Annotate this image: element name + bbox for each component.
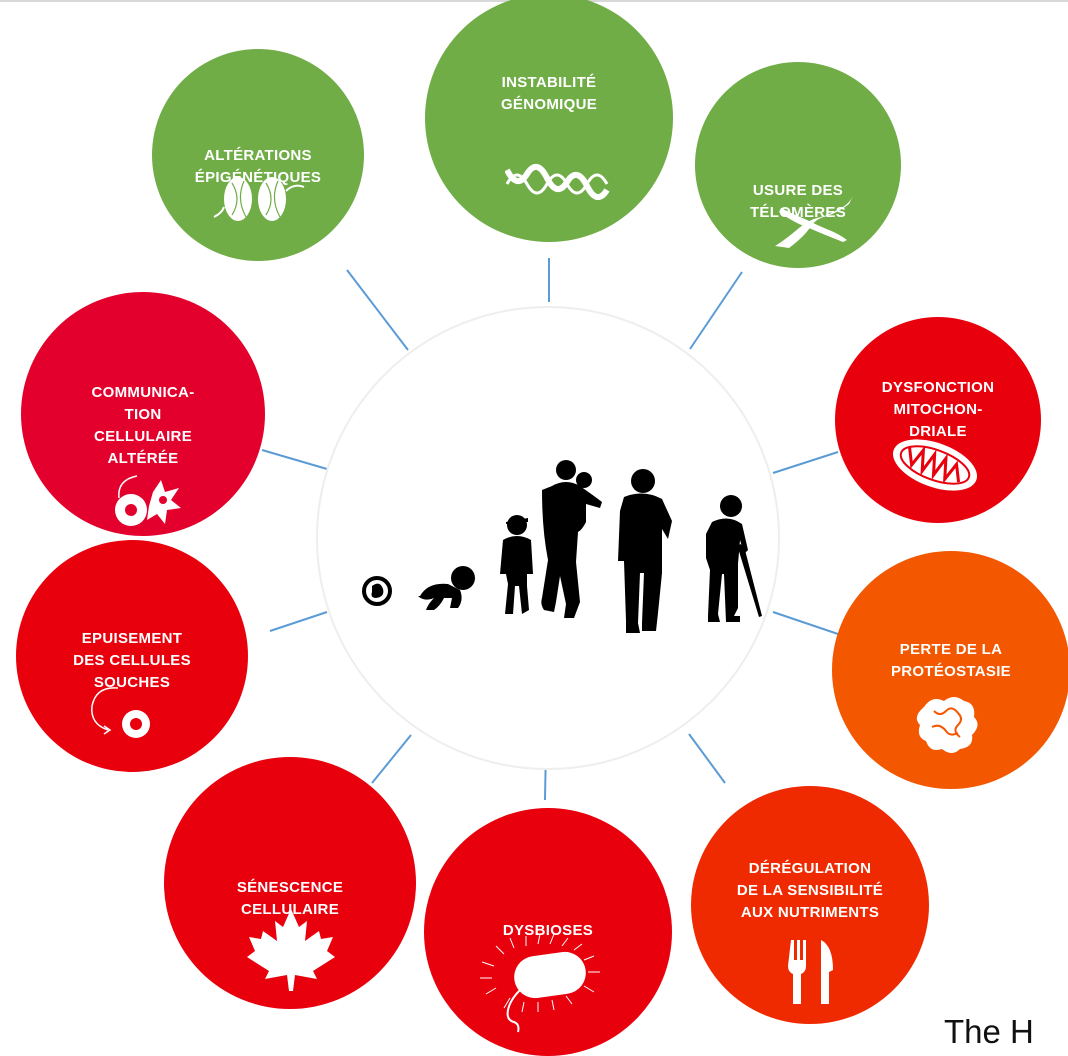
hallmark-title: Dysbioses <box>502 922 594 939</box>
connector-line-communication <box>261 449 328 470</box>
hallmark-mitochondrial-dysfunction: Dysfonction mitochon- driale <box>835 317 1041 523</box>
connector-line-nutrients <box>688 733 726 784</box>
hallmark-genomic-instability: Instabilité génomique <box>425 0 673 242</box>
child-icon <box>500 515 533 614</box>
hallmark-loss-of-proteostasis: Perte de la protéostasie <box>832 551 1068 789</box>
connector-line-epigenetic <box>346 269 409 351</box>
connector-line-mitochondrial <box>772 451 839 474</box>
hallmark-cellular-senescence: Sénescence cellulaire <box>164 757 416 1009</box>
hallmark-title: Communica- tion cellulaire altérée <box>91 384 195 467</box>
hallmark-dysbiosis: Dysbioses <box>424 808 672 1056</box>
hallmark-title: Dérégulation de la sensibilité aux nutri… <box>736 860 884 921</box>
dna-helix-icon <box>505 164 610 200</box>
hallmark-title: Instabilité génomique <box>500 74 598 113</box>
adult-icon <box>618 469 672 633</box>
hallmark-telomere-attrition: Usure des télomères <box>695 62 901 268</box>
hallmark-title: Usure des télomères <box>749 182 847 221</box>
hallmark-stem-cell-exhaustion: Epuisement des cellules souches <box>16 540 248 772</box>
crawling-baby-icon <box>418 566 475 610</box>
life-stages <box>362 460 762 633</box>
connector-line-proteostasis <box>772 611 839 635</box>
chromosome-icon <box>775 196 853 248</box>
hallmark-title: Epuisement des cellules souches <box>73 630 191 691</box>
connector-line-stem-cells <box>269 611 328 632</box>
bacterium-icon <box>480 933 600 1033</box>
hallmark-epigenetic-alterations: Altérations épigénétiques <box>152 49 364 261</box>
hallmark-title: Perte de la protéostasie <box>890 641 1011 680</box>
mitochondrion-icon <box>892 439 978 491</box>
hallmark-title: Sénescence cellulaire <box>236 879 344 918</box>
stem-cell-icon <box>91 687 150 738</box>
hallmark-title: Altérations épigénétiques <box>194 147 322 186</box>
nucleosome-icon <box>213 177 305 221</box>
embryo-icon <box>362 576 392 606</box>
protein-icon <box>916 697 978 753</box>
connector-line-telomeres <box>689 271 743 350</box>
hallmark-deregulated-nutrient-sensing: Dérégulation de la sensibilité aux nutri… <box>691 786 929 1024</box>
fork-knife-icon <box>788 940 833 1004</box>
hallmark-title: Dysfonction mitochon- driale <box>881 379 995 440</box>
elderly-with-cane-icon <box>706 495 762 622</box>
maple-leaf-icon <box>247 909 335 991</box>
cell-signaling-icon <box>115 475 181 526</box>
adult-carrying-child-icon <box>541 460 602 618</box>
connector-line-senescence <box>371 734 412 784</box>
footer-text-fragment: The H <box>944 1013 1034 1050</box>
hallmark-altered-intercellular-communication: Communica- tion cellulaire altérée <box>21 292 265 536</box>
